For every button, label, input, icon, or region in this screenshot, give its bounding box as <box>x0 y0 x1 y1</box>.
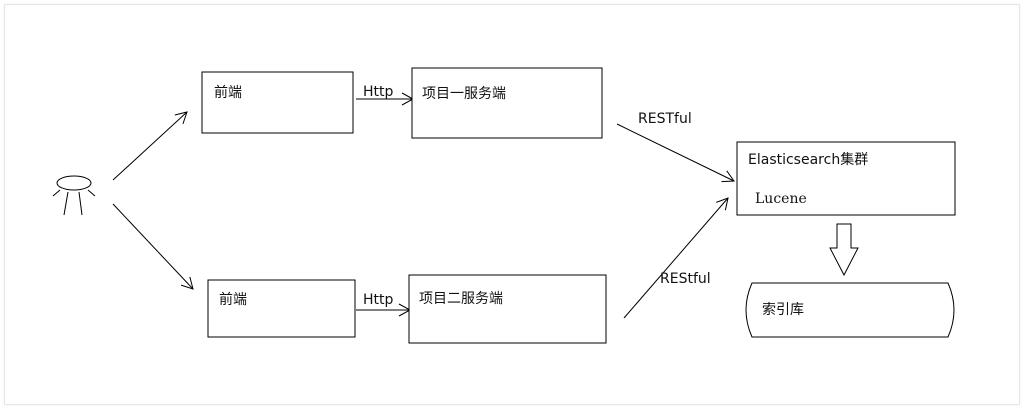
frontend-1-box <box>201 71 354 134</box>
user-to-frontend-1-arrow <box>112 111 188 181</box>
service-2-label: 项目二服务端 <box>419 291 503 307</box>
down-block-arrow <box>829 223 859 277</box>
frontend-2-label: 前端 <box>219 291 247 308</box>
restful-1-label: RESTful <box>638 111 692 127</box>
elasticsearch-cluster-label: Elasticsearch集群 <box>748 151 868 168</box>
http-1-label: Http <box>363 84 394 100</box>
frontend-1-label: 前端 <box>214 84 242 101</box>
index-store-shape <box>745 282 955 338</box>
frontend-2-box <box>207 279 356 338</box>
service-2-box <box>408 274 607 344</box>
restful-2-label: REStful <box>660 271 711 287</box>
elasticsearch-cluster-box <box>736 141 956 216</box>
http-2-label: Http <box>363 292 394 308</box>
restful-2-arrow <box>623 197 729 319</box>
user-to-frontend-2-arrow <box>112 203 194 290</box>
restful-1-arrow <box>616 123 735 183</box>
index-store-label: 索引库 <box>762 301 804 318</box>
service-1-label: 项目一服务端 <box>422 86 506 102</box>
service-1-box <box>411 67 603 139</box>
user-icon <box>52 175 96 216</box>
lucene-label: Lucene <box>755 191 807 207</box>
